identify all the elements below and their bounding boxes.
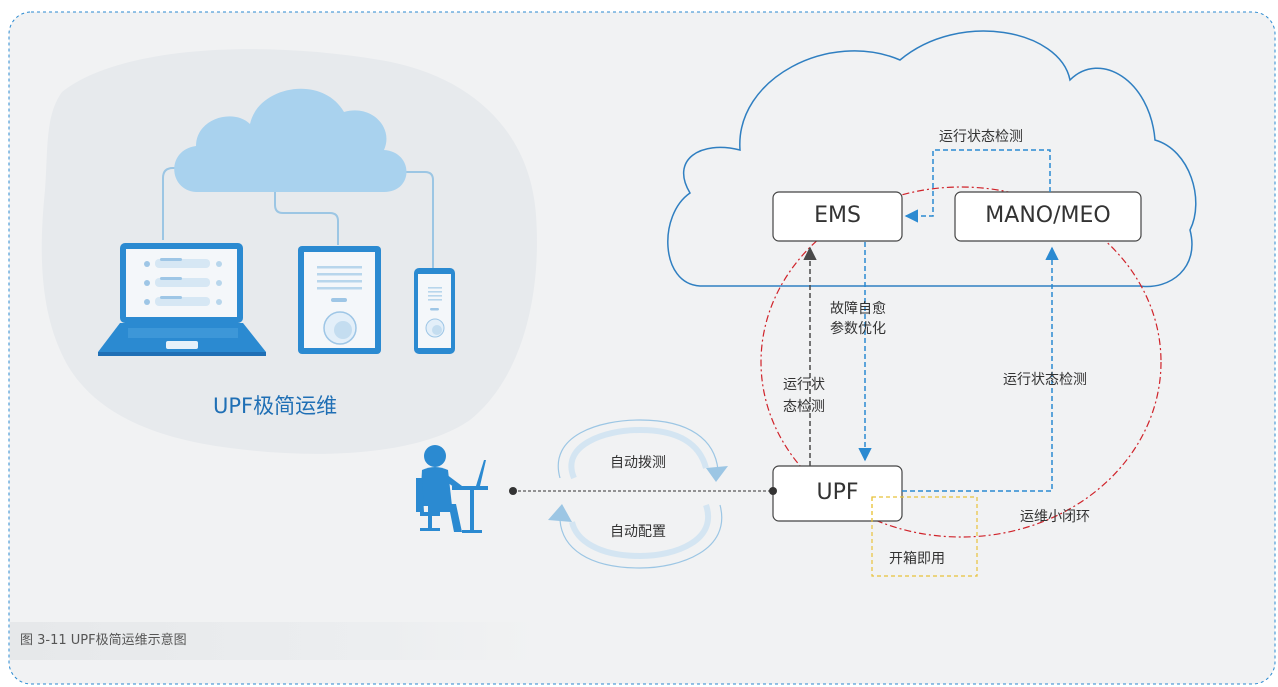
mano-to-ems-arrow (904, 149, 1051, 223)
line-endpoint-left (509, 487, 517, 495)
auto-config-curve-arrow (548, 504, 723, 569)
cloud-icon (162, 88, 434, 268)
mano-meo-label: MANO/MEO (985, 203, 1111, 228)
plug-and-play-label: 开箱即用 (889, 551, 945, 567)
auto-dial-curve-arrow (557, 419, 728, 482)
tablet-icon (298, 246, 381, 354)
mano-to-ems-label: 运行状态检测 (939, 129, 1023, 145)
line-endpoint-right (769, 487, 777, 495)
upf-to-ems-label-2: 态检测 (783, 399, 825, 415)
param-optimize-label: 参数优化 (830, 321, 886, 337)
figure-caption: 图 3-11 UPF极简运维示意图 (10, 622, 538, 660)
small-loop-circle (760, 186, 1162, 538)
auto-config-label: 自动配置 (610, 524, 666, 540)
ems-box (772, 191, 903, 242)
ems-label: EMS (814, 203, 861, 228)
management-cloud-outline (667, 30, 1197, 288)
upf-label: UPF (816, 480, 859, 505)
laptop-icon (98, 243, 266, 356)
mano-meo-box (954, 191, 1142, 242)
plug-and-play-box (871, 496, 978, 577)
person-at-desk-icon (416, 445, 488, 533)
auto-dial-label: 自动拨测 (610, 455, 666, 471)
upf-to-ems-label-1: 运行状 (783, 377, 825, 393)
phone-icon (414, 268, 455, 354)
upf-to-mano-arrow (902, 246, 1059, 492)
upf-simple-ops-title: UPF极简运维 (213, 394, 338, 418)
fault-self-heal-label: 故障自愈 (830, 301, 886, 317)
upf-to-mano-label: 运行状态检测 (1003, 372, 1087, 388)
small-loop-label: 运维小闭环 (1020, 509, 1090, 525)
